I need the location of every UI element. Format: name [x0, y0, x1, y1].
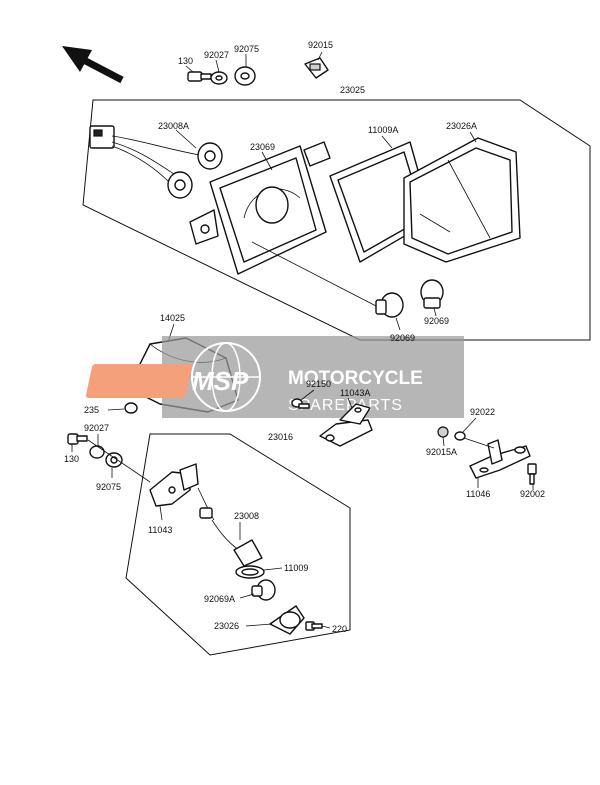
label-23008A: 23008A — [158, 121, 189, 131]
label-92022: 92022 — [470, 407, 495, 417]
label-130-mid: 130 — [64, 454, 79, 464]
bracket-11046 — [463, 437, 531, 488]
bracket-11043A — [319, 397, 373, 447]
watermark: MSP MOTORCYCLE SPAREPARTS — [85, 336, 464, 418]
label-11043: 11043 — [148, 525, 172, 535]
label-92075-top: 92075 — [234, 44, 259, 54]
label-220: 220 — [332, 624, 347, 634]
label-23016: 23016 — [268, 432, 293, 442]
screw-235 — [107, 402, 138, 414]
lamp-housing-23069 — [189, 141, 331, 275]
label-92069-bottom: 92069 — [390, 333, 415, 343]
label-11043A: 11043A — [340, 388, 370, 398]
bolt-130-top — [185, 65, 212, 82]
bracket-11043 — [149, 463, 199, 521]
wire-harness-23008A — [89, 125, 223, 199]
nut-92015A — [437, 426, 449, 447]
front-arrow-icon — [62, 46, 124, 84]
label-11009: 11009 — [284, 563, 308, 573]
label-92015A: 92015A — [426, 447, 457, 457]
bulb-92069A — [239, 579, 276, 601]
watermark-logo-badge — [85, 364, 193, 398]
bulb-92069-right — [420, 279, 444, 317]
label-23025: 23025 — [340, 85, 365, 95]
bolt-92002 — [527, 463, 537, 490]
label-92027-top: 92027 — [204, 50, 229, 60]
bolt-92150 — [291, 389, 315, 409]
watermark-subtitle: SPAREPARTS — [288, 397, 403, 414]
label-130-top: 130 — [178, 56, 193, 66]
clip-92015 — [304, 51, 329, 79]
lower-assembly-frame — [125, 433, 351, 656]
label-92027-mid: 92027 — [84, 423, 109, 433]
lens-23026 — [245, 605, 305, 635]
gasket-11009 — [235, 565, 283, 579]
grommet-92075-top — [234, 54, 256, 86]
bulb-92069-bottom — [251, 241, 404, 331]
lens-23026A — [403, 131, 521, 263]
label-92015: 92015 — [308, 40, 333, 50]
washer-92027-top — [210, 59, 228, 85]
label-23069: 23069 — [250, 142, 275, 152]
label-23026: 23026 — [214, 621, 239, 631]
label-92069-right: 92069 — [424, 316, 449, 326]
washer-92022 — [454, 417, 477, 441]
watermark-logo-text: MSP — [192, 366, 249, 396]
label-92075-mid: 92075 — [96, 482, 121, 492]
label-92069A: 92069A — [204, 594, 235, 604]
label-92150: 92150 — [306, 379, 331, 389]
label-11009A: 11009A — [368, 125, 398, 135]
screw-220 — [305, 621, 331, 631]
label-92002: 92002 — [520, 489, 545, 499]
grommet-92075-mid — [87, 439, 151, 483]
label-23026A: 23026A — [446, 121, 477, 131]
label-235: 235 — [84, 405, 99, 415]
label-14025: 14025 — [160, 313, 185, 323]
label-11046: 11046 — [466, 489, 490, 499]
bolt-130-mid — [67, 433, 88, 452]
socket-23008 — [197, 487, 263, 567]
watermark-title: MOTORCYCLE — [288, 368, 423, 389]
label-23008: 23008 — [234, 511, 259, 521]
